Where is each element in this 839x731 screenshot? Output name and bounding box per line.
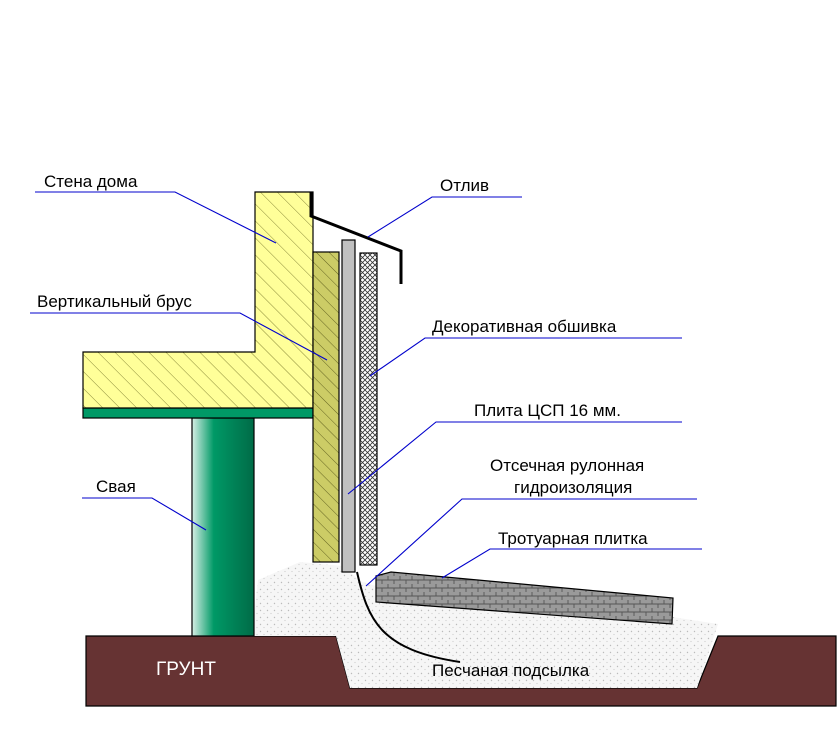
- label-drip: Отлив: [440, 176, 489, 195]
- leader-lines: [30, 191, 702, 587]
- leader-board: [347, 421, 682, 495]
- label-pile: Свая: [96, 477, 136, 496]
- leader-drip: [367, 196, 522, 238]
- paving-tile: [375, 571, 674, 625]
- decorative-cladding: [359, 252, 378, 566]
- floor-strip: [82, 407, 314, 419]
- ground-shape: [85, 635, 837, 707]
- label-waterproof-line2: гидроизоляция: [514, 478, 632, 497]
- leader-waterproof: [365, 498, 697, 587]
- vertical-beam: [312, 251, 340, 563]
- label-board: Плита ЦСП 16 мм.: [474, 401, 621, 420]
- pile: [191, 417, 255, 637]
- label-paving: Тротуарная плитка: [498, 529, 648, 548]
- dsp-board: [341, 239, 356, 573]
- leader-pile: [82, 497, 207, 531]
- waterproof-membrane: [356, 571, 461, 663]
- drip-edge: [309, 192, 403, 284]
- leader-cladding: [369, 337, 682, 377]
- house-wall: [82, 191, 314, 409]
- sand-fill: [252, 562, 718, 688]
- leader-paving: [441, 548, 702, 579]
- label-wall: Стена дома: [44, 172, 138, 191]
- label-beam: Вертикальный брус: [37, 292, 192, 311]
- label-waterproof-line1: Отсечная рулонная: [490, 456, 644, 475]
- leader-beam: [30, 312, 328, 361]
- label-cladding: Декоративная обшивка: [432, 317, 617, 336]
- leader-wall: [35, 191, 277, 244]
- label-sand: Песчаная подсылка: [432, 661, 590, 680]
- label-ground: ГРУНТ: [156, 659, 216, 680]
